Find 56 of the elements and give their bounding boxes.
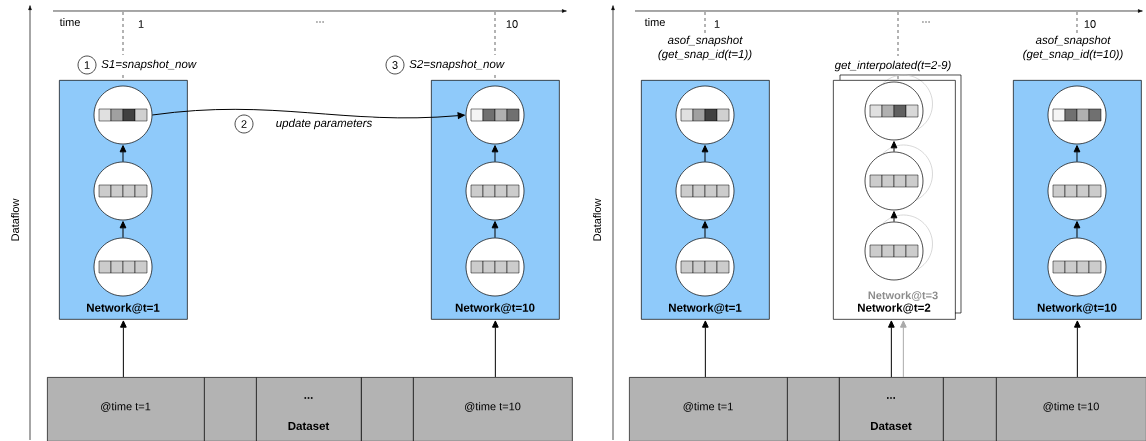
arrow bbox=[900, 320, 907, 378]
arrow bbox=[1073, 221, 1081, 239]
axis-label: 1 bbox=[138, 20, 144, 28]
axis-label: time bbox=[59, 17, 80, 27]
annotation: S2=snapshot_now bbox=[409, 59, 505, 71]
arrow bbox=[491, 221, 499, 239]
axis-label: Dataflow bbox=[592, 198, 602, 241]
arrow bbox=[119, 145, 127, 163]
axis-label: ... bbox=[922, 21, 930, 23]
arrow bbox=[492, 320, 499, 378]
curved-arrow bbox=[151, 108, 465, 119]
arrow bbox=[1074, 320, 1081, 378]
axis-label: Dataflow bbox=[11, 198, 20, 241]
neuron-circle bbox=[675, 161, 735, 221]
arrow bbox=[701, 145, 709, 163]
dataset-cell bbox=[943, 377, 997, 441]
axis-label: 10 bbox=[1084, 20, 1096, 28]
neuron-circle bbox=[864, 151, 924, 211]
neuron-circle bbox=[1047, 161, 1107, 221]
neuron-circle bbox=[93, 161, 153, 221]
dataset-cell bbox=[787, 377, 840, 441]
annotation: S1=snapshot_now bbox=[101, 59, 197, 71]
neuron-circle bbox=[675, 85, 735, 145]
neuron-circle bbox=[1047, 237, 1107, 297]
axis-label: 1 bbox=[714, 20, 720, 28]
axis-label: time bbox=[644, 17, 665, 27]
arrow bbox=[890, 211, 898, 223]
neuron-circle bbox=[93, 237, 153, 297]
neuron-circle bbox=[465, 85, 525, 145]
callout-number: 2 bbox=[234, 114, 254, 134]
annotation: asof_snapshot (get_snap_id(t=1)) bbox=[658, 35, 752, 61]
axis-label: 10 bbox=[506, 20, 518, 28]
neuron-circle bbox=[675, 237, 735, 297]
arrow bbox=[1073, 145, 1081, 163]
neuron-circle bbox=[864, 81, 924, 141]
dataset-cell bbox=[361, 377, 414, 441]
arrow bbox=[120, 320, 127, 378]
arrow bbox=[491, 145, 499, 163]
arrow bbox=[702, 320, 709, 378]
callout-number: 3 bbox=[385, 55, 405, 75]
arrow bbox=[890, 141, 898, 153]
edge-label: update parameters bbox=[276, 118, 372, 130]
dataset-cell bbox=[204, 377, 257, 441]
neuron-circle bbox=[465, 161, 525, 221]
neuron-circle bbox=[465, 237, 525, 297]
arrow bbox=[119, 221, 127, 239]
faded-label: Network@t=3 bbox=[868, 291, 938, 301]
neuron-circle bbox=[1047, 85, 1107, 145]
neuron-circle bbox=[93, 85, 153, 145]
annotation: asof_snapshot (get_snap_id(t=10)) bbox=[1023, 35, 1123, 61]
arrow bbox=[701, 221, 709, 239]
dataset-cell: ... Dataset bbox=[839, 377, 944, 441]
axis-label: ... bbox=[316, 21, 324, 23]
neuron-circle bbox=[864, 221, 924, 281]
arrow bbox=[888, 320, 895, 378]
callout-number: 1 bbox=[77, 55, 97, 75]
